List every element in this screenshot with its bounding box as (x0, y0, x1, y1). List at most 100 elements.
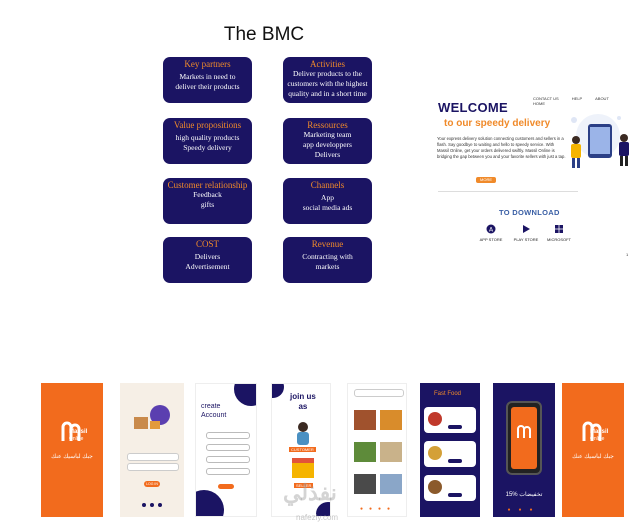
bmc-card-customer-relationship: Customer relationship Feedback gifts (163, 178, 252, 224)
create-account-title: create Account (201, 403, 227, 419)
store-label: APP STORE (479, 237, 503, 242)
name-field[interactable] (206, 432, 250, 439)
card-title: COST (195, 239, 219, 249)
store-play-store[interactable]: PLAY STORE (509, 224, 543, 242)
shop-tile[interactable] (354, 410, 376, 430)
join-us-title: join us as (290, 392, 316, 411)
nav-about[interactable]: ABOUT (595, 96, 609, 101)
card-body: Feedback gifts (193, 190, 222, 209)
seller-illustration (292, 458, 314, 478)
card-body: Delivers Advertisement (185, 252, 230, 271)
card-title: Customer relationship (167, 180, 248, 190)
bmc-card-cost: COST Delivers Advertisement (163, 237, 252, 283)
brand-sub: Online (590, 436, 605, 442)
store-microsoft[interactable]: MICROSOFT (542, 224, 576, 242)
signup-button[interactable] (218, 484, 234, 489)
food-card[interactable] (424, 475, 476, 501)
shop-tile[interactable] (380, 410, 402, 430)
add-button[interactable] (448, 425, 462, 429)
food-card[interactable] (424, 441, 476, 467)
screen-discount: تخفيضات %15 ●●● (493, 383, 555, 517)
google-icon[interactable] (142, 503, 146, 507)
bmc-card-revenue: Revenue Contracting with markets (283, 237, 372, 283)
card-title: Value propositions (173, 120, 242, 130)
brand-name: Massil (69, 429, 88, 435)
svg-text:A: A (489, 226, 494, 233)
microsoft-icon (555, 225, 563, 233)
screen-login: LOG IN (120, 383, 184, 517)
screen-join-us: join us as CUSTOMER SELLER (271, 383, 331, 517)
play-store-icon (523, 225, 530, 233)
phone-screen (511, 407, 537, 469)
food-image (428, 412, 442, 426)
welcome-text: Your express delivery solution connectin… (437, 136, 566, 159)
store-label: PLAY STORE (513, 237, 539, 242)
card-body: App social media ads (302, 193, 353, 212)
login-button[interactable]: LOG IN (144, 481, 160, 487)
confirm-password-field[interactable] (206, 468, 250, 475)
massil-logo-icon (517, 425, 531, 438)
bmc-card-activities: Activities Deliver products to the custo… (283, 57, 372, 103)
screen-create-account: create Account (195, 383, 257, 517)
page-marker: 1 (626, 252, 629, 257)
shop-tile[interactable] (380, 474, 402, 494)
store-app-store[interactable]: A APP STORE (474, 224, 508, 242)
food-card[interactable] (424, 407, 476, 433)
watermark-ar: نفذلي (283, 480, 337, 505)
decor-blob (316, 502, 330, 516)
app-store-icon: A (486, 224, 496, 234)
decor-blob (196, 490, 224, 516)
seller-role-button[interactable]: SELLER (294, 483, 314, 488)
screen-splash-2: Massil Online جبك لباسيك عنك (562, 383, 624, 517)
brand-sub: Online (69, 436, 84, 442)
card-body: high quality products Speedy delivery (175, 133, 240, 152)
customer-illustration (297, 422, 309, 445)
screen-fast-food: Fast Food (420, 383, 480, 517)
watermark: nafezly.com (296, 513, 339, 522)
nav-home[interactable]: HOME (533, 101, 545, 106)
username-field[interactable] (127, 453, 179, 461)
screen-splash: Massil Online جبك لباسيك عنك (41, 383, 103, 517)
welcome-heading: WELCOME (438, 100, 508, 115)
card-title: Channels (310, 180, 345, 190)
download-label: TO DOWNLOAD (499, 208, 560, 217)
shop-tile[interactable] (354, 442, 376, 462)
email-field[interactable] (206, 444, 250, 451)
card-body: Marketing team app developpers Delivers (303, 130, 352, 159)
slogan-ar: جبك لباسيك عنك (51, 454, 93, 460)
add-button[interactable] (448, 459, 462, 463)
website-nav: CONTACT US HELP ABOUT HOME (533, 96, 634, 106)
welcome-subheading: to our speedy delivery (444, 118, 551, 129)
pager-dots: ●●● (507, 507, 541, 513)
card-body: Contracting with markets (302, 252, 353, 271)
apple-icon[interactable] (158, 503, 162, 507)
slogan-ar: جبك لباسيك عنك (572, 454, 614, 460)
bmc-title: The BMC (223, 24, 305, 45)
store-label: MICROSOFT (547, 237, 571, 242)
delivery-illustration (571, 114, 629, 168)
facebook-icon[interactable] (150, 503, 154, 507)
divider (438, 191, 578, 192)
shop-tile[interactable] (354, 474, 376, 494)
search-input[interactable] (354, 389, 404, 397)
decor-blob (272, 384, 284, 398)
add-button[interactable] (448, 493, 462, 497)
card-title: Revenue (311, 239, 344, 249)
card-title: Key partners (184, 59, 231, 69)
more-button[interactable]: MORE (476, 177, 496, 183)
brand-name: Massil (590, 429, 609, 435)
food-image (428, 480, 442, 494)
shop-tile[interactable] (380, 442, 402, 462)
customer-role-button[interactable]: CUSTOMER (289, 447, 316, 452)
password-field[interactable] (127, 463, 179, 471)
fast-food-title: Fast Food (434, 391, 462, 397)
decor-blob (234, 384, 256, 406)
password-field[interactable] (206, 456, 250, 463)
nav-contact[interactable]: CONTACT US (533, 96, 559, 101)
card-title: Ressources (307, 120, 348, 130)
nav-help[interactable]: HELP (571, 96, 583, 101)
discount-text: تخفيضات %15 (505, 492, 543, 498)
bmc-card-ressources: Ressources Marketing team app developper… (283, 118, 372, 164)
massil-logo-icon (582, 421, 602, 441)
bottom-nav[interactable]: ●●●● (359, 506, 397, 512)
